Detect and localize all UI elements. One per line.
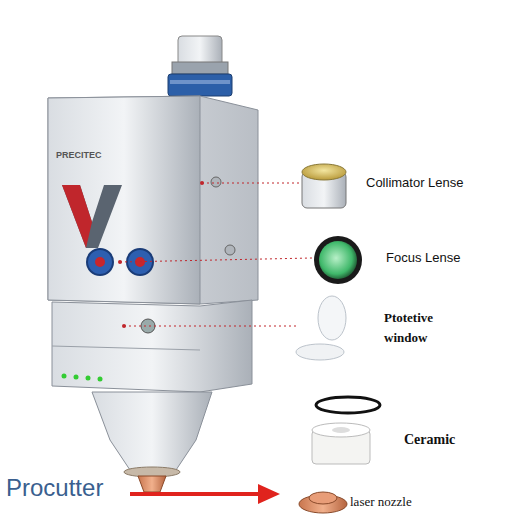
- brand-label: PRECITEC: [56, 150, 102, 160]
- part-label: laser nozzle: [350, 494, 412, 510]
- part-label: Focus Lense: [386, 250, 460, 265]
- brand-title: Procutter: [6, 474, 103, 502]
- part-label: Collimator Lense: [366, 175, 464, 190]
- part-label: Ceramic: [404, 432, 455, 448]
- part-label: Ptotetive window: [384, 308, 474, 347]
